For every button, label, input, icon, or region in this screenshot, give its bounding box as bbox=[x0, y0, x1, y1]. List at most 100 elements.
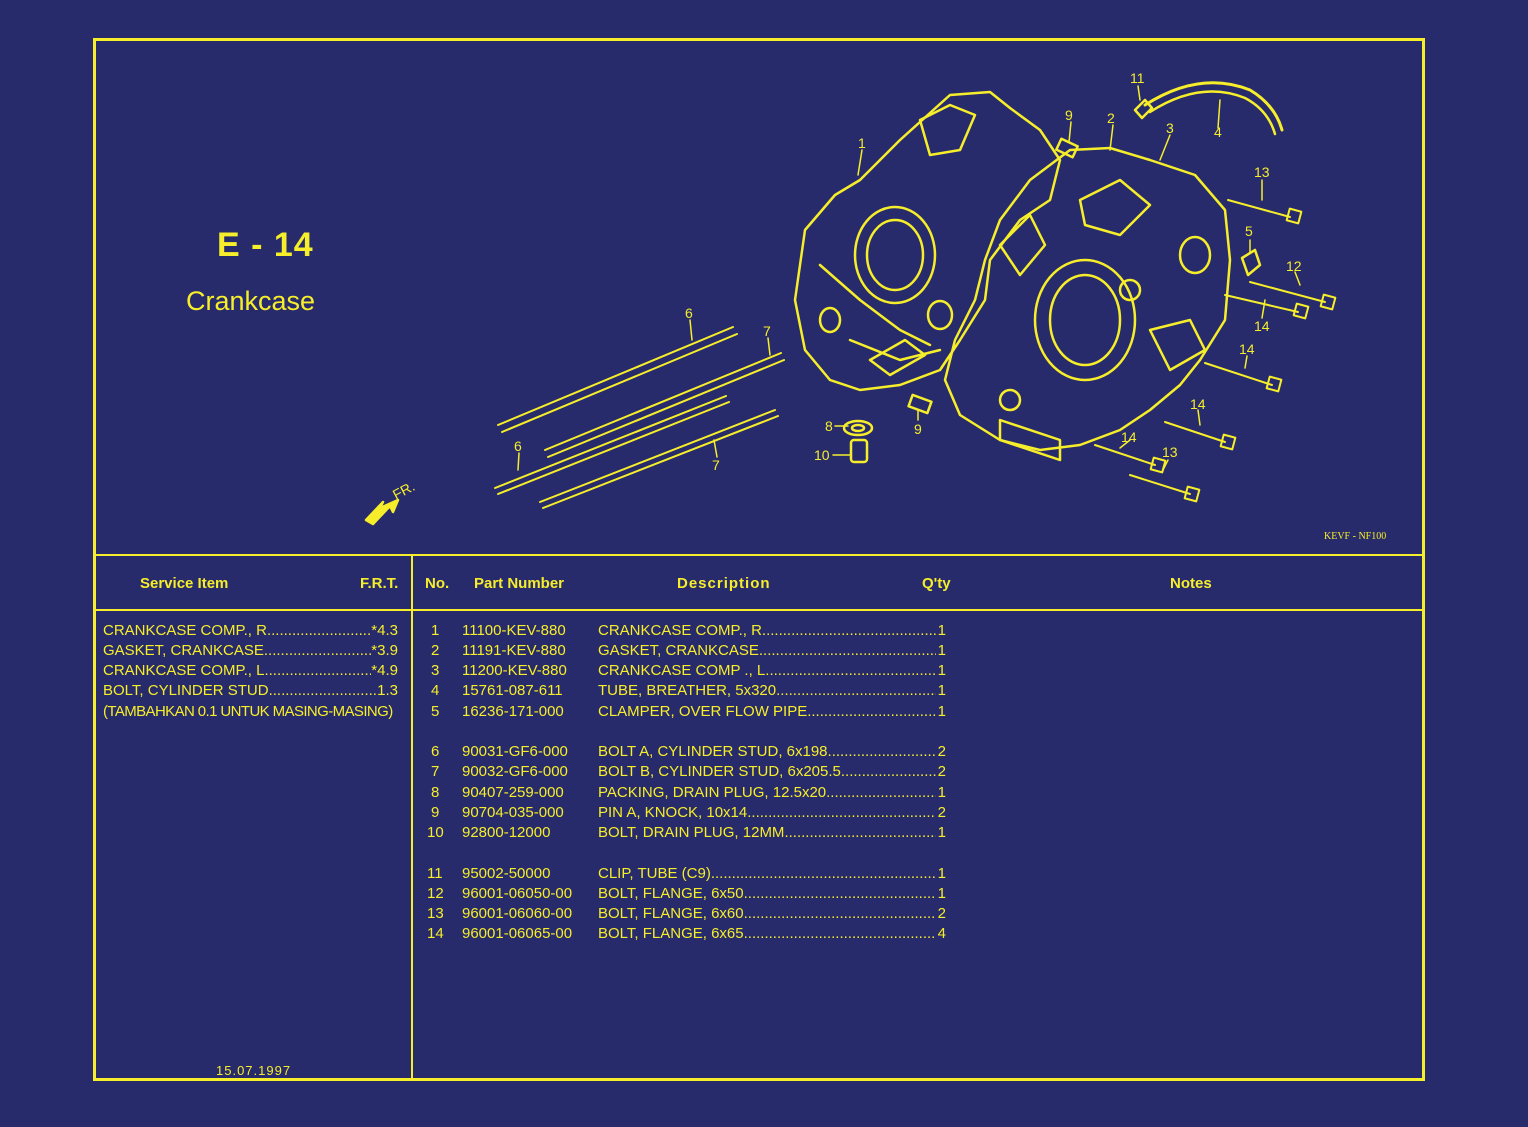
dot-leader: ........................................… bbox=[743, 885, 936, 902]
part-no: 7 bbox=[431, 763, 440, 780]
part-number: 11100-KEV-880 bbox=[462, 622, 566, 639]
callout: 11 bbox=[1130, 70, 1145, 86]
part-description: CLIP, TUBE (C9) bbox=[598, 865, 711, 882]
part-description: PIN A, KNOCK, 10x14 bbox=[598, 804, 748, 821]
service-item-name: CRANKCASE COMP., L bbox=[103, 662, 265, 679]
part-description-row: CRANKCASE COMP., R. ....................… bbox=[598, 622, 946, 639]
header-notes: Notes bbox=[1170, 575, 1212, 592]
dot-leader: ........................................… bbox=[743, 905, 936, 922]
header-no: No. bbox=[425, 575, 450, 592]
part-qty: 1 bbox=[937, 703, 946, 720]
dot-leader: ........................................… bbox=[776, 682, 936, 699]
header-part-number: Part Number bbox=[474, 575, 565, 592]
callout: 9 bbox=[914, 421, 922, 437]
part-description-row: CRANKCASE COMP ., L. ...................… bbox=[598, 662, 946, 679]
part-description: PACKING, DRAIN PLUG, 12.5x20 bbox=[598, 784, 827, 801]
part-description-row: BOLT, FLANGE, 6x65 .....................… bbox=[598, 925, 946, 942]
part-description-row: PACKING, DRAIN PLUG, 12.5x20 ...........… bbox=[598, 784, 946, 801]
service-item-row: CRANKCASE COMP., L .....................… bbox=[103, 662, 398, 679]
part-number: 16236-171-000 bbox=[462, 703, 564, 720]
dot-leader: ........................................… bbox=[826, 784, 936, 801]
callout: 14 bbox=[1121, 429, 1137, 445]
part-no: 9 bbox=[431, 804, 440, 821]
part-description: BOLT, DRAIN PLUG, 12MM bbox=[598, 824, 785, 841]
part-description-row: GASKET, CRANKCASE ......................… bbox=[598, 642, 946, 659]
part-qty: 1 bbox=[937, 784, 946, 801]
crankcase-left-bore bbox=[853, 205, 937, 305]
part-description: TUBE, BREATHER, 5x320 bbox=[598, 682, 777, 699]
service-item-row: CRANKCASE COMP., R .....................… bbox=[103, 622, 398, 639]
service-item-name: BOLT, CYLINDER STUD bbox=[103, 682, 269, 699]
callout: 12 bbox=[1286, 258, 1302, 274]
part-number: 92800-12000 bbox=[462, 824, 551, 841]
service-note: (TAMBAHKAN 0.1 UNTUK MASING-MASING) bbox=[103, 703, 393, 720]
part-number: 96001-06050-00 bbox=[462, 885, 573, 902]
part-number: 90407-259-000 bbox=[462, 784, 564, 801]
service-item-frt: *3.9 bbox=[371, 642, 398, 659]
part-no: 8 bbox=[431, 784, 440, 801]
callout: 7 bbox=[712, 457, 720, 473]
part-qty: 1 bbox=[937, 824, 946, 841]
callout: 6 bbox=[514, 438, 522, 454]
part-number: 11191-KEV-880 bbox=[462, 642, 566, 659]
part-number: 90031-GF6-000 bbox=[462, 743, 568, 760]
part-description: CRANKCASE COMP ., L. bbox=[598, 662, 770, 679]
part-qty: 1 bbox=[937, 865, 946, 882]
callout: 2 bbox=[1107, 110, 1115, 126]
front-arrow bbox=[364, 498, 400, 526]
part-no: 6 bbox=[431, 743, 440, 760]
service-item-name: GASKET, CRANKCASE bbox=[103, 642, 264, 659]
part-description-row: CLIP, TUBE (C9) ........................… bbox=[598, 865, 946, 882]
dot-leader: ........................................… bbox=[747, 804, 935, 821]
part-no: 3 bbox=[431, 662, 440, 679]
part-no: 13 bbox=[427, 905, 444, 922]
stud-6-lower bbox=[494, 395, 730, 495]
drain-bolt bbox=[849, 438, 869, 464]
crankcase-right-outline bbox=[943, 146, 1232, 452]
crankcase-left-outline bbox=[793, 90, 1062, 392]
dot-leader: ........................................… bbox=[769, 662, 935, 679]
callout: 4 bbox=[1214, 124, 1222, 140]
dot-leader: ........................................… bbox=[840, 763, 936, 780]
callout: 13 bbox=[1162, 444, 1178, 460]
part-description-row: BOLT A, CYLINDER STUD, 6x198 ...........… bbox=[598, 743, 946, 760]
callout: 3 bbox=[1166, 120, 1174, 136]
drawing-code: KEVF - NF100 bbox=[1324, 531, 1387, 542]
part-description-row: BOLT, FLANGE, 6x50 .....................… bbox=[598, 885, 946, 902]
part-number: 90032-GF6-000 bbox=[462, 763, 568, 780]
section-code: E - 14 bbox=[217, 226, 314, 264]
part-callouts: 1 2 3 4 5 6 6 7 7 8 9 9 10 11 12 13 13 1… bbox=[514, 70, 1302, 473]
part-description: BOLT, FLANGE, 6x60 bbox=[598, 905, 744, 922]
part-description: CLAMPER, OVER FLOW PIPE bbox=[598, 703, 808, 720]
part-no: 5 bbox=[431, 703, 440, 720]
part-number: 90704-035-000 bbox=[462, 804, 564, 821]
page-frame bbox=[93, 38, 1425, 1081]
part-description: CRANKCASE COMP., R. bbox=[598, 622, 767, 639]
header-frt: F.R.T. bbox=[360, 575, 399, 592]
stud-6-upper bbox=[497, 326, 738, 433]
column-header-divider bbox=[95, 609, 1425, 611]
callout: 8 bbox=[825, 418, 833, 434]
part-description-row: BOLT, FLANGE, 6x60 .....................… bbox=[598, 905, 946, 922]
part-number: 11200-KEV-880 bbox=[462, 662, 567, 679]
part-description-row: BOLT, DRAIN PLUG, 12MM .................… bbox=[598, 824, 946, 841]
part-number: 96001-06065-00 bbox=[462, 925, 573, 942]
part-description: GASKET, CRANKCASE bbox=[598, 642, 759, 659]
service-item-name: CRANKCASE COMP., R bbox=[103, 622, 267, 639]
dot-leader: ........................................… bbox=[710, 865, 936, 882]
service-item-row: BOLT, CYLINDER STUD ....................… bbox=[103, 682, 398, 699]
dot-leader: ........................................… bbox=[807, 703, 935, 720]
service-item-frt: *4.3 bbox=[371, 622, 398, 639]
callout: 14 bbox=[1254, 318, 1270, 334]
part-no: 4 bbox=[431, 682, 440, 699]
part-no: 10 bbox=[427, 824, 444, 841]
part-description: BOLT, FLANGE, 6x65 bbox=[598, 925, 744, 942]
part-no: 14 bbox=[427, 925, 444, 942]
dot-leader: ........................................… bbox=[784, 824, 935, 841]
service-column-divider bbox=[411, 555, 413, 1081]
breather-tube bbox=[1143, 81, 1284, 132]
service-item-row: GASKET, CRANKCASE ......................… bbox=[103, 642, 398, 659]
drain-packing bbox=[842, 419, 874, 437]
callout: 14 bbox=[1239, 341, 1255, 357]
part-description-row: PIN A, KNOCK, 10x14 ....................… bbox=[598, 804, 946, 821]
